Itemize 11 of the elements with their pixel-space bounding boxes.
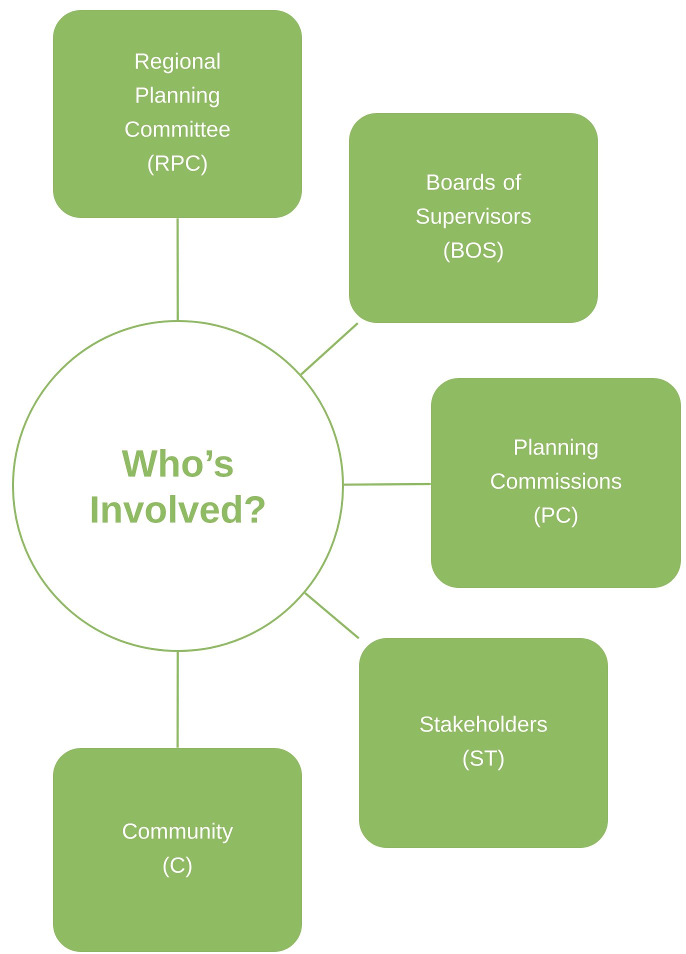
process-box: Planning Commissions (PC) <box>431 378 681 588</box>
connector-line <box>176 652 179 748</box>
process-box: Stakeholders (ST) <box>359 638 608 848</box>
connector-line <box>300 322 358 376</box>
connector-line <box>176 218 179 320</box>
circle-node: Who’s Involved? <box>12 320 344 652</box>
connector-line <box>344 482 431 486</box>
process-box: Community (C) <box>53 748 302 952</box>
connector-line <box>304 592 360 640</box>
process-box: Regional Planning Committee (RPC) <box>53 10 302 218</box>
process-box: Boards of Supervisors (BOS) <box>349 113 598 323</box>
